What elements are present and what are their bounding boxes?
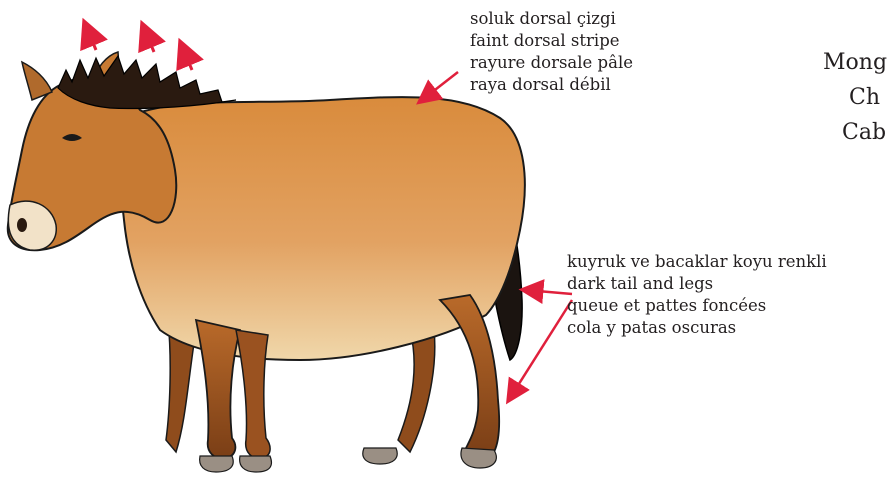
near-hind-hoof: [461, 448, 496, 468]
dorsal-label-fr: rayure dorsale pâle: [470, 52, 633, 74]
near-front-leg: [196, 320, 240, 458]
dorsal-stripe-label: soluk dorsal çizgi faint dorsal stripe r…: [470, 8, 633, 96]
title-fragment-3: Cab: [842, 120, 886, 145]
dorsal-label-tr: soluk dorsal çizgi: [470, 8, 633, 30]
upright-mane: [58, 56, 236, 109]
tail-label-en: dark tail and legs: [567, 273, 827, 295]
dorsal-label-en: faint dorsal stripe: [470, 30, 633, 52]
title-fragment-2: Ch: [849, 85, 880, 110]
tail-label-fr: queue et pattes foncées: [567, 295, 827, 317]
tail-label-es: cola y patas oscuras: [567, 317, 827, 339]
mane-arrow-3: [182, 46, 192, 70]
title-fragment-1: Mong: [823, 50, 887, 75]
near-front-leg-2: [236, 330, 270, 458]
near-front-hoof-2: [240, 456, 272, 472]
tail-label-tr: kuyruk ve bacaklar koyu renkli: [567, 251, 827, 273]
far-hind-hoof: [363, 448, 397, 464]
nostril: [17, 218, 27, 232]
far-ear: [22, 62, 52, 100]
mane-arrow-2: [144, 28, 154, 52]
near-front-hoof: [200, 456, 234, 472]
tail-arrow: [526, 290, 572, 294]
tail-legs-label: kuyruk ve bacaklar koyu renkli dark tail…: [567, 251, 827, 339]
mane-arrow-1: [86, 26, 96, 50]
dorsal-stripe-arrow: [422, 72, 458, 100]
far-hind-leg: [398, 330, 435, 452]
dorsal-label-es: raya dorsal débil: [470, 74, 633, 96]
